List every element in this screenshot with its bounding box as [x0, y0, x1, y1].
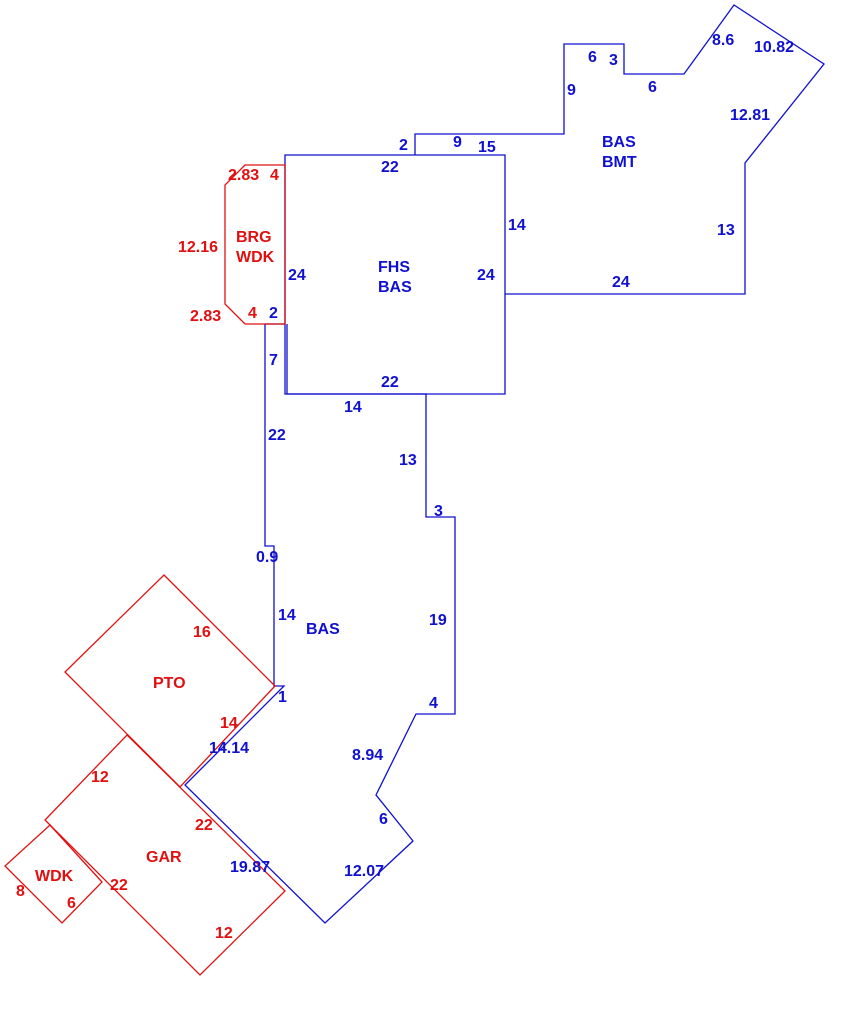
- dimension-label: 9: [567, 82, 576, 99]
- dimension-label: 24: [477, 267, 495, 284]
- dimension-label: 8: [16, 883, 25, 900]
- dimension-label: 6: [379, 811, 388, 828]
- wdk-outline: [4, 824, 103, 924]
- dimension-label: 6: [67, 895, 76, 912]
- area-label: FHS: [378, 259, 410, 276]
- area-label: WDK: [35, 868, 74, 885]
- dimension-label: 12: [215, 925, 233, 942]
- dimension-label: 7: [269, 352, 278, 369]
- bas-outline: [184, 323, 456, 924]
- dimension-label: 8.94: [352, 747, 383, 764]
- dimension-label: 22: [381, 159, 399, 176]
- area-label: GAR: [146, 849, 182, 866]
- dimension-label: 12.16: [178, 239, 218, 256]
- dimension-label: 24: [612, 274, 630, 291]
- dimension-label: 2.83: [190, 308, 221, 325]
- dimension-label: 13: [399, 452, 417, 469]
- area-label: BAS: [306, 621, 340, 638]
- dimension-label: 6: [588, 49, 597, 66]
- dimension-label: 0.9: [256, 549, 278, 566]
- dimension-label: 8.6: [712, 32, 734, 49]
- dimension-label: 4: [429, 695, 438, 712]
- dimension-label: 14: [508, 217, 526, 234]
- area-label: PTO: [153, 675, 186, 692]
- dimension-label: 22: [110, 877, 128, 894]
- dimension-label: 4: [248, 305, 257, 322]
- dimension-label: 14: [220, 715, 238, 732]
- dimension-label: 12: [91, 769, 109, 786]
- dimension-label: 14.14: [209, 740, 249, 757]
- dimension-label: 19.87: [230, 859, 270, 876]
- dimension-label: 6: [648, 79, 657, 96]
- bas-bmt-outline: [414, 4, 825, 295]
- area-label: BAS: [602, 134, 636, 151]
- dimension-label: 4: [270, 167, 279, 184]
- dimension-label: 12.07: [344, 863, 384, 880]
- dimension-label: 2.83: [228, 167, 259, 184]
- dimension-label: 14: [278, 607, 296, 624]
- dimension-label: 22: [195, 817, 213, 834]
- brg-wdk-outline: [224, 164, 286, 325]
- dimension-label: 1: [278, 689, 287, 706]
- dimension-label: 3: [434, 503, 443, 520]
- dimension-label: 12.81: [730, 107, 770, 124]
- dimension-label: 15: [478, 139, 496, 156]
- dimension-label: 2: [399, 137, 408, 154]
- dimension-label: 22: [268, 427, 286, 444]
- dimension-label: 2: [269, 305, 278, 322]
- dimension-label: 13: [717, 222, 735, 239]
- area-label: BMT: [602, 154, 637, 171]
- area-label: WDK: [236, 249, 275, 266]
- dimension-label: 22: [381, 374, 399, 391]
- dimension-label: 10.82: [754, 39, 794, 56]
- dimension-label: 9: [453, 134, 462, 151]
- dimension-label: 14: [344, 399, 362, 416]
- dimension-label: 24: [288, 267, 306, 284]
- area-label: BAS: [378, 279, 412, 296]
- gar-outline: [44, 734, 286, 976]
- area-label: BRG: [236, 229, 272, 246]
- dimension-label: 3: [609, 52, 618, 69]
- dimension-label: 16: [193, 624, 211, 641]
- dimension-label: 19: [429, 612, 447, 629]
